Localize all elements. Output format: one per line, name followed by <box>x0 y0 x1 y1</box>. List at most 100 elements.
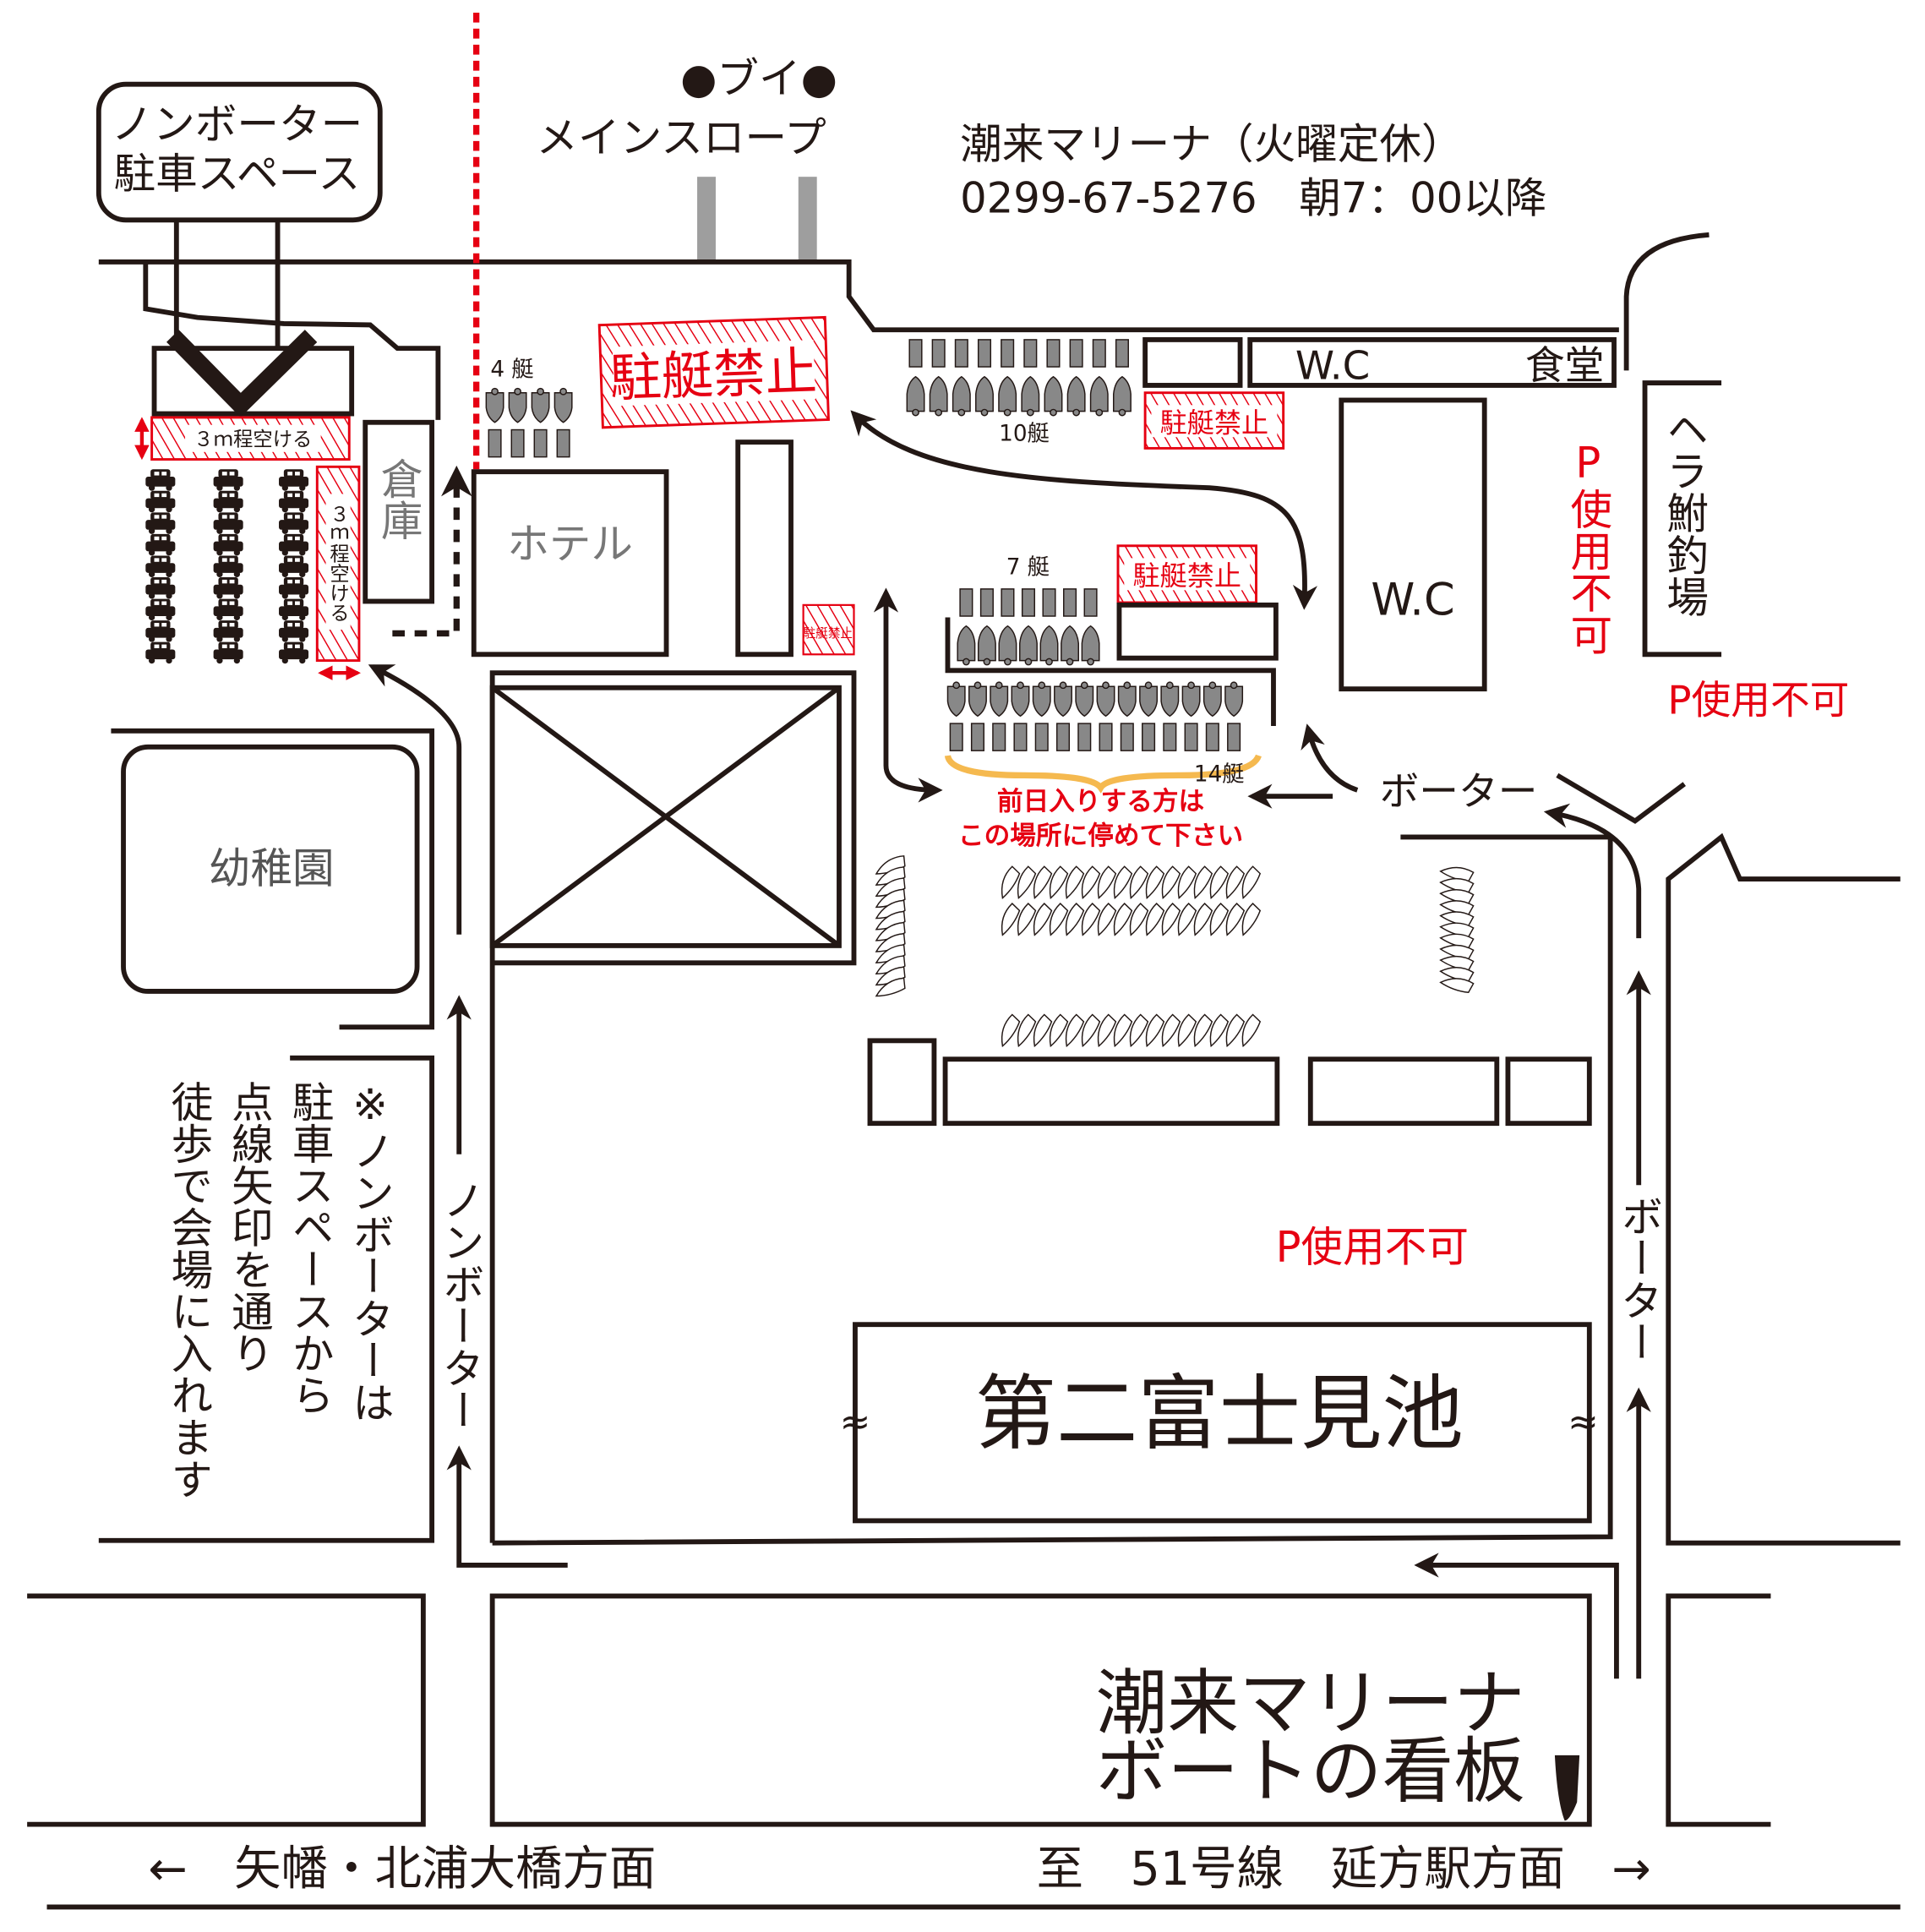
car-icon <box>213 512 243 534</box>
boat-icon <box>906 339 925 417</box>
boat-icon <box>1044 339 1063 417</box>
shoreline <box>98 259 1619 333</box>
boat-outline-icon <box>1145 903 1165 936</box>
wc-label: W.C <box>1371 575 1454 626</box>
notice-line1: 前日入りする方は <box>997 786 1204 816</box>
gap-3m-vertical-label: ３ｍ程空ける <box>326 504 350 622</box>
boat-icon <box>1054 681 1072 751</box>
direction-right: 至 51号線 延方駅方面 → <box>1037 1842 1651 1897</box>
boat-outline-icon <box>1113 865 1133 899</box>
boat-outline-icon <box>1033 1013 1053 1048</box>
no-boat-parking-zone: 駐艇禁止 <box>1143 391 1285 450</box>
svg-text:点線矢印を通り: 点線矢印を通り <box>225 1080 274 1373</box>
no-boat-parking-zone: 駐艇禁止 <box>597 315 830 429</box>
boat-outline-icon <box>1049 865 1069 899</box>
boat-icon <box>998 339 1017 417</box>
car-icon <box>279 490 309 513</box>
boater-label: ボーター <box>1380 769 1538 815</box>
boat-group-4 <box>485 387 573 458</box>
boat-icon <box>1202 681 1222 751</box>
boat-outline-icon <box>1161 903 1181 936</box>
boat-icon <box>554 387 573 458</box>
car-icon <box>279 469 309 491</box>
car-icon <box>279 620 309 642</box>
boat-outline-icon <box>1225 1013 1246 1048</box>
boat-icon <box>952 339 971 417</box>
boat-outline-icon <box>1033 865 1053 899</box>
boat-outline-icon <box>1439 889 1475 904</box>
car-icon <box>213 469 243 491</box>
boat-outline-icon <box>1225 865 1246 899</box>
car-icon <box>145 533 176 556</box>
fishing-area-label: ヘラ鮒釣場 <box>1660 407 1709 617</box>
boat-icon <box>1066 339 1086 417</box>
boat-outline-icon <box>1439 877 1475 893</box>
main-slope-label: メインスロープ <box>536 113 826 162</box>
notice-line2: この場所に停めて下さい <box>958 821 1243 851</box>
boat-outline-icon <box>1225 903 1246 936</box>
boat-outline-icon <box>1081 865 1101 899</box>
boat-outline-icon <box>1097 865 1117 899</box>
lawn-boats <box>875 855 1475 1048</box>
boat-outline-icon <box>1129 903 1149 936</box>
car-icon <box>213 620 243 642</box>
car-icon <box>279 641 309 664</box>
boat-icon <box>998 588 1017 666</box>
boat-icon <box>977 588 996 666</box>
boat-outline-icon <box>1113 1013 1133 1048</box>
boat-icon <box>1113 339 1132 417</box>
boat-icon <box>1019 588 1038 666</box>
car-icon <box>213 555 243 578</box>
boat-outline-icon <box>1097 903 1117 936</box>
boat-outline-icon <box>1193 903 1213 936</box>
car-icon <box>279 555 309 578</box>
traffic-arrow <box>850 410 1318 610</box>
marina-name: 潮来マリーナ（火曜定休） <box>960 119 1464 168</box>
no-boat-parking-zone-small: 駐艇禁止 <box>802 603 855 656</box>
wc-cafeteria-building <box>1247 336 1617 388</box>
boat-outline-icon <box>1145 865 1165 899</box>
boat-outline-icon <box>1129 865 1149 899</box>
boat-outline-icon <box>1439 944 1475 960</box>
svg-text:駐艇禁止: 駐艇禁止 <box>1133 560 1241 592</box>
car-icon <box>213 598 243 621</box>
boat-icon <box>1224 681 1244 751</box>
boat-outline-icon <box>1081 1013 1101 1048</box>
boat-outline-icon <box>1241 903 1262 936</box>
p-unavailable-vertical: P使用不可 <box>1563 439 1612 656</box>
pond-label: 第二富士見池 <box>975 1367 1464 1461</box>
boat-outline-icon <box>1017 903 1037 936</box>
boat-icon <box>1160 681 1180 751</box>
boat-icon <box>1096 681 1115 751</box>
boat-outline-icon <box>1081 903 1101 936</box>
hotel <box>471 469 669 658</box>
boat-outline-icon <box>1001 1013 1021 1048</box>
svg-text:駐艇禁止: 駐艇禁止 <box>608 341 818 409</box>
boat-outline-icon <box>1033 903 1053 936</box>
car-icon <box>145 512 176 534</box>
boat-outline-icon <box>1439 900 1475 916</box>
boat-outline-icon <box>1209 1013 1230 1048</box>
boat-icon <box>975 339 994 417</box>
car-icon <box>279 512 309 534</box>
boat-outline-icon <box>1193 865 1213 899</box>
car-icon <box>145 555 176 578</box>
boat-group-7 <box>957 588 1100 666</box>
boat-outline-icon <box>1161 1013 1181 1048</box>
hotel-label: ホテル <box>507 519 633 568</box>
boat-outline-icon <box>1177 865 1197 899</box>
boat-outline-icon <box>875 977 906 997</box>
boat-outline-icon <box>1209 903 1230 936</box>
car-icon <box>145 490 176 513</box>
buoy-label: ●ブイ● <box>680 54 837 103</box>
boat-icon <box>1181 681 1201 751</box>
cafeteria-label: 食堂 <box>1525 344 1604 390</box>
svg-text:駐車スペースから: 駐車スペースから <box>286 1080 335 1416</box>
boat-outline-icon <box>1439 922 1475 938</box>
car-icon <box>279 533 309 556</box>
car-icon <box>213 533 243 556</box>
boat-icon <box>1081 588 1100 666</box>
wc-label-top: W.C <box>1295 344 1370 390</box>
boat-outline-icon <box>1439 955 1475 971</box>
